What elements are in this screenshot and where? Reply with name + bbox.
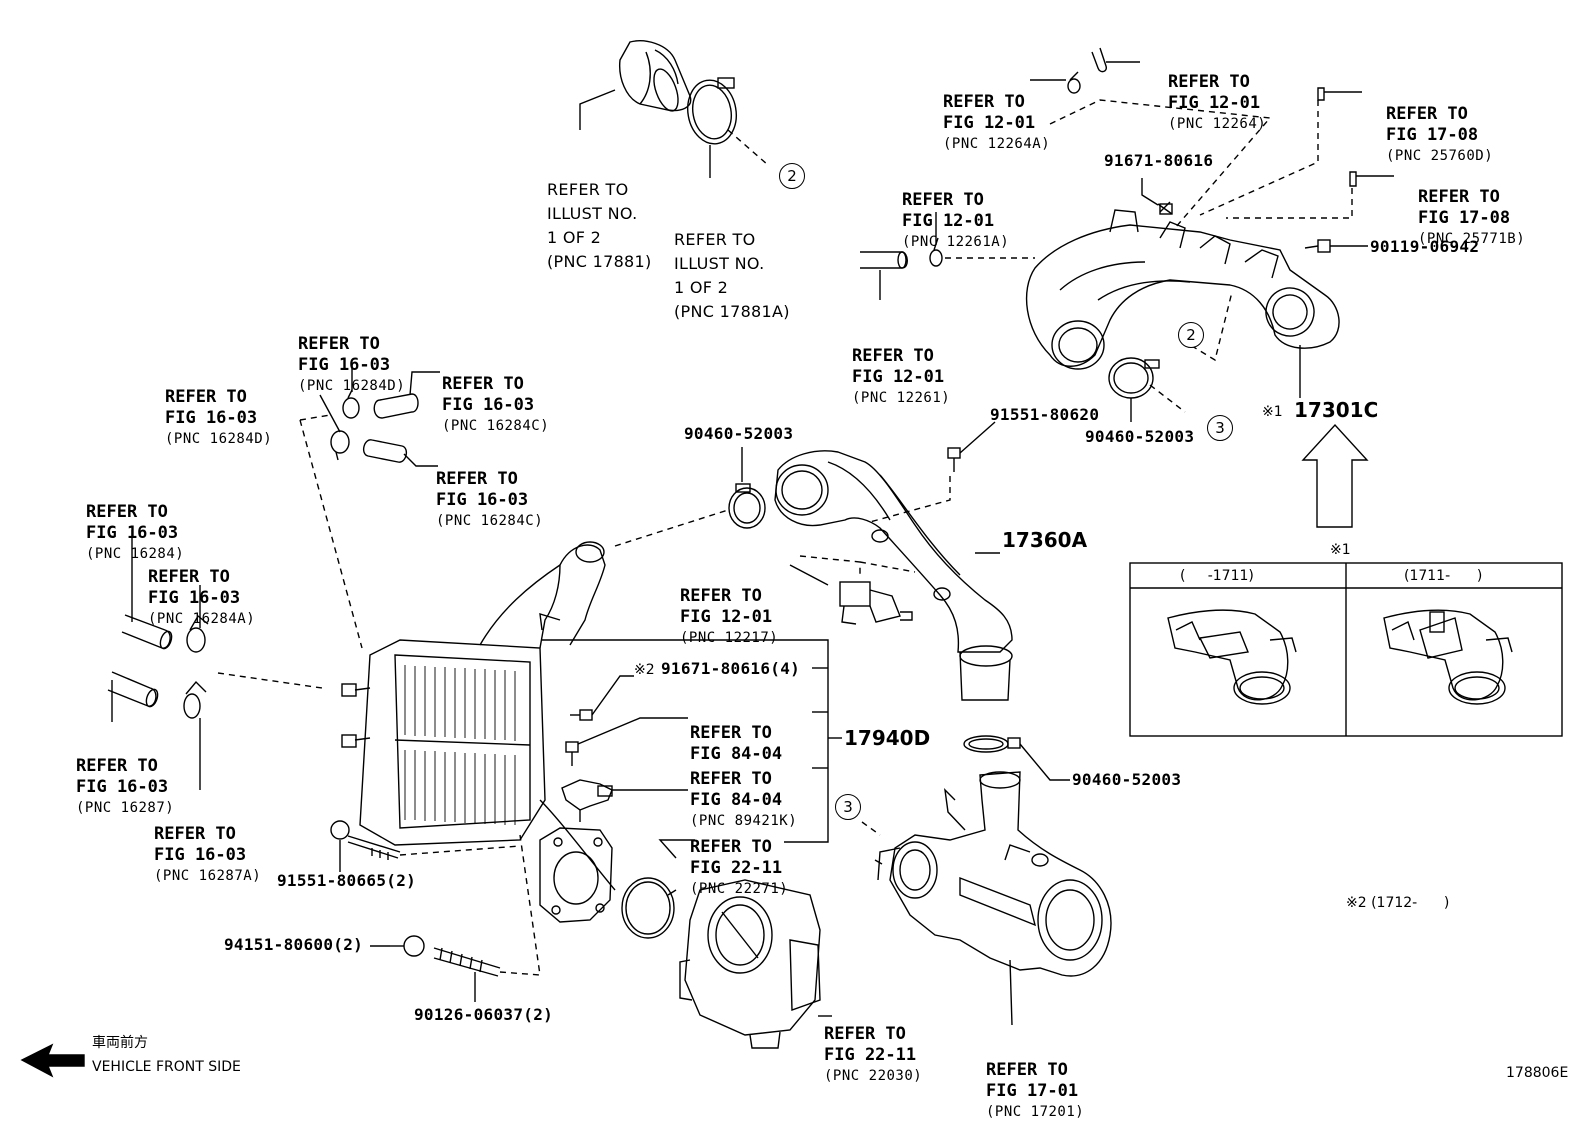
part-94151-80600-2: 94151-80600(2) <box>224 935 364 954</box>
figure-id: 178806E <box>1506 1065 1569 1081</box>
clamp-90460-top-drawing <box>1108 357 1160 399</box>
sensor-89421k-drawing <box>561 779 613 822</box>
bolt-94151-drawing <box>390 935 425 957</box>
mark-2-note: ※2 (1712- ) <box>1346 895 1450 911</box>
part-91551-80620: 91551-80620 <box>990 405 1100 424</box>
intercooler-17940d-drawing <box>341 541 616 891</box>
bolt-90119-drawing <box>1304 239 1331 253</box>
turbo-17201-drawing <box>874 771 1112 977</box>
part-90119-06942: 90119-06942 <box>1370 237 1480 256</box>
adapter-plate-drawing <box>539 827 613 923</box>
front-label-en: VEHICLE FRONT SIDE <box>92 1059 241 1075</box>
part-91551-80665-2: 91551-80665(2) <box>277 871 417 890</box>
assembly-17301c: 17301C <box>1294 398 1379 422</box>
clamp-90460-low-drawing <box>963 735 1021 753</box>
pipe-17360a-drawing <box>774 450 1013 701</box>
inset-left-header: ( -1711) <box>1180 568 1254 584</box>
mark-1-under-arrow: ※1 <box>1330 542 1351 558</box>
front-arrow-drawing <box>20 1043 85 1078</box>
big-arrow-up <box>1301 423 1369 528</box>
part-90460-52003-mid: 90460-52003 <box>684 424 794 443</box>
callout-2-top: 2 <box>779 163 805 189</box>
sensor-12217-drawing <box>839 581 913 625</box>
diagram-drawing <box>20 40 1563 1078</box>
bolt-91671-80616-4-drawing <box>565 709 593 766</box>
part-90460-52003-low: 90460-52003 <box>1072 770 1182 789</box>
clip-12264a-drawing <box>1067 71 1081 94</box>
hose-16284c-drawing <box>362 439 408 463</box>
front-label-jp: 車両前方 <box>92 1035 148 1051</box>
clamp-90460-mid-drawing <box>728 483 766 529</box>
part-90460-52003-top: 90460-52003 <box>1085 427 1195 446</box>
assembly-17940d: 17940D <box>844 726 931 750</box>
bolt-91551-80620-drawing <box>947 447 961 472</box>
hose-12261-drawing <box>860 251 908 269</box>
part-90126-06037-2: 90126-06037(2) <box>414 1005 554 1024</box>
part-91671-80616-4: 91671-80616(4) <box>661 659 801 678</box>
bolt-91671-top-drawing <box>1157 201 1173 215</box>
mark-1-label: ※1 <box>1262 404 1283 420</box>
bolt-91551-80665-drawing <box>330 820 401 860</box>
gasket-22271-drawing <box>621 877 677 939</box>
pipe-17881-drawing <box>619 40 692 112</box>
callout-3-top: 3 <box>1207 415 1233 441</box>
inset-box-drawing <box>1129 562 1563 737</box>
clip-16287a-drawing <box>183 680 207 719</box>
mark-2-label: ※2 <box>634 662 655 678</box>
clip-16284d-drawing <box>330 430 350 461</box>
throttle-body-22030-drawing <box>679 879 821 1049</box>
intake-pipe-17301c-drawing <box>1025 209 1340 370</box>
inset-right-header: (1711- ) <box>1404 568 1483 584</box>
hose-16284c-top-drawing <box>373 393 419 419</box>
callout-2-right: 2 <box>1178 322 1204 348</box>
assembly-17360a: 17360A <box>1002 528 1088 552</box>
hose-16287-drawing <box>107 671 159 708</box>
clip-16284a-drawing <box>186 614 209 653</box>
clamp-17881a-drawing <box>687 77 737 145</box>
hose-12264-drawing <box>1091 47 1108 73</box>
hose-16284-drawing <box>121 614 173 650</box>
stud-90126-drawing <box>433 947 501 977</box>
callout-3-low: 3 <box>835 794 861 820</box>
part-91671-80616-top: 91671-80616 <box>1104 151 1214 170</box>
